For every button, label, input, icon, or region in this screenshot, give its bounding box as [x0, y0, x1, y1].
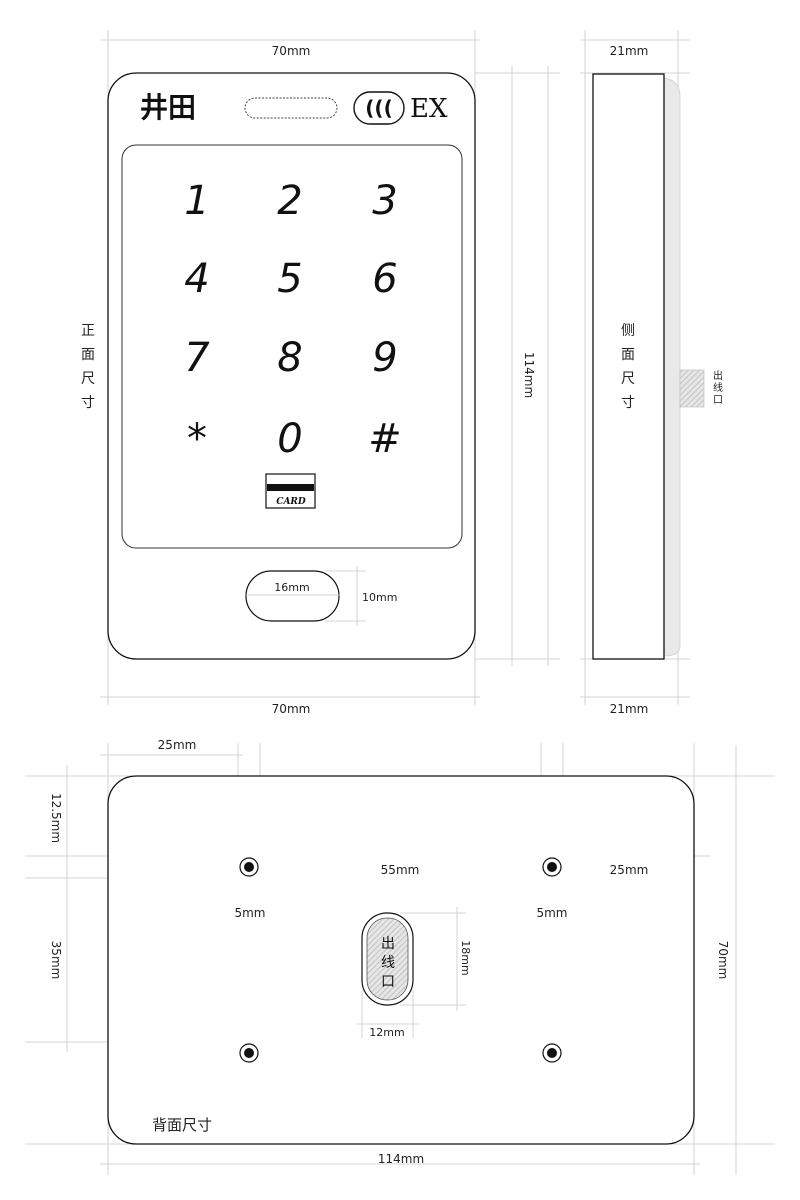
back-hole-dia-right-label: 5mm: [536, 906, 567, 920]
ex-mark: EX: [410, 94, 448, 124]
side-label-4: 寸: [621, 395, 635, 411]
back-outlet-width-label: 12mm: [369, 1026, 404, 1039]
side-body: [592, 73, 665, 660]
key-star[interactable]: *: [187, 416, 207, 462]
key-8[interactable]: 8: [277, 335, 302, 381]
front-view: 70mm 70mm 井田 ((( EX 1 2 3 4 5 6 7 8 9 * …: [81, 30, 560, 716]
ccc-mark-text: (((: [365, 96, 392, 120]
back-top-offset-label: 12.5mm: [49, 793, 63, 843]
back-outlet-label-2: 线: [381, 955, 395, 971]
card-label: CARD: [276, 497, 306, 507]
side-label-2: 面: [621, 347, 635, 363]
front-width-top-label: 70mm: [272, 44, 311, 58]
mount-hole-bottom-left: [239, 1043, 259, 1063]
key-5[interactable]: 5: [277, 256, 302, 302]
back-view-label: 背面尺寸: [152, 1116, 212, 1134]
back-view: 25mm 12.5mm 35mm 70mm 55mm 25mm 5mm 5mm: [25, 738, 775, 1175]
mount-hole-bottom-right: [542, 1043, 562, 1063]
back-outlet-label-1: 出: [381, 936, 395, 952]
back-height-label: 70mm: [716, 941, 730, 980]
key-hash[interactable]: #: [368, 416, 402, 462]
side-label-1: 侧: [621, 323, 635, 339]
mount-hole-top-left: [239, 857, 259, 877]
back-outlet-label-3: 口: [381, 974, 395, 990]
side-width-top-label: 21mm: [610, 44, 649, 58]
key-0[interactable]: 0: [277, 416, 302, 462]
back-outlet-height-label: 18mm: [459, 940, 472, 975]
back-left-offset-label: 25mm: [158, 738, 197, 752]
front-window: [244, 97, 338, 119]
key-3[interactable]: 3: [372, 178, 397, 224]
front-side-label-3: 尺: [81, 371, 95, 387]
side-outlet-label-2: 线: [713, 381, 723, 394]
keypad-panel: [121, 144, 463, 549]
mount-hole-top-right: [542, 857, 562, 877]
side-label-3: 尺: [621, 371, 635, 387]
key-9[interactable]: 9: [372, 335, 397, 381]
front-side-label-1: 正: [81, 323, 95, 339]
side-outlet-label-1: 出: [713, 369, 723, 382]
key-2[interactable]: 2: [277, 178, 302, 224]
cutout-height-label: 10mm: [362, 591, 397, 604]
back-width-label: 114mm: [378, 1152, 424, 1166]
back-hole-spacing-h-label: 55mm: [381, 863, 420, 877]
side-shadow: [663, 77, 681, 657]
front-height-label: 114mm: [522, 352, 536, 398]
side-width-bottom-label: 21mm: [610, 702, 649, 716]
back-hole-spacing-v-label: 35mm: [49, 941, 63, 980]
brand-logo: 井田: [140, 91, 196, 124]
ccc-mark: [353, 91, 405, 125]
front-cutout: [245, 570, 340, 622]
key-1[interactable]: 1: [184, 178, 209, 224]
back-hole-dia-left-label: 5mm: [234, 906, 265, 920]
key-6[interactable]: 6: [372, 256, 397, 302]
front-width-bottom-label: 70mm: [272, 702, 311, 716]
back-outlet-hatch: [366, 917, 409, 1001]
back-right-offset-label: 25mm: [610, 863, 649, 877]
front-side-label-4: 寸: [81, 395, 95, 411]
key-4[interactable]: 4: [184, 256, 209, 302]
side-outlet-hatch: [679, 369, 705, 408]
cutout-width-label: 16mm: [274, 581, 309, 594]
side-outlet-label-3: 口: [713, 395, 723, 406]
key-7[interactable]: 7: [184, 335, 210, 381]
front-side-label-2: 面: [81, 347, 95, 363]
card-icon: CARD: [265, 473, 316, 509]
side-view: 21mm 21mm 侧 面 尺 寸 出 线 口: [580, 30, 723, 716]
